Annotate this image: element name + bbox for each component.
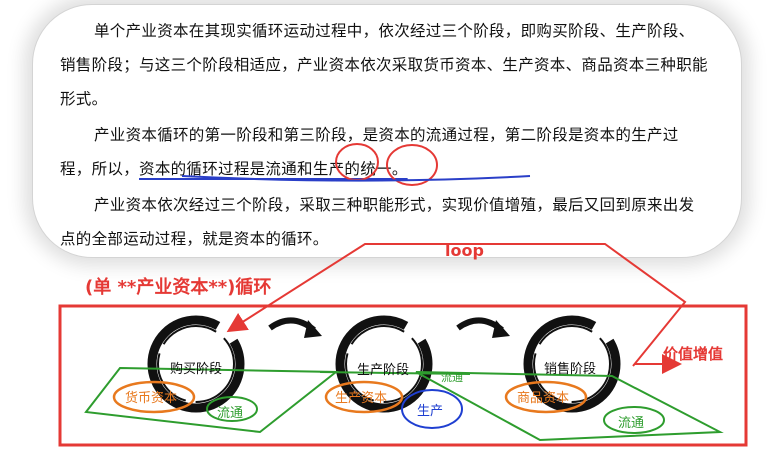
value-increase-label: 价值增值 — [663, 345, 724, 363]
circulation-label-2: 流通 — [441, 371, 463, 384]
paragraph-1: 单个产业资本在其现实循环运动过程中，依次经过三个阶段，即购买阶段、生产阶段、销售… — [60, 14, 710, 116]
green-ellipse-1 — [206, 396, 258, 422]
stage-arrow-2-head — [492, 320, 510, 338]
form-money-capital: 货币资本 — [125, 391, 178, 406]
paragraph-3-text: 产业资本依次经过三个阶段，采取三种职能形式，实现价值增殖，最后又回到原来出发点的… — [60, 196, 695, 248]
loop-arrow — [226, 243, 687, 367]
green-connector — [319, 371, 471, 375]
paragraph-3: 产业资本依次经过三个阶段，采取三种职能形式，实现价值增殖，最后又回到原来出发点的… — [60, 188, 710, 256]
circulation-label-3: 流通 — [618, 416, 645, 431]
diagram-frame — [58, 304, 748, 447]
form-commodity-capital: 商品资本 — [517, 391, 570, 406]
stage-sales: 销售阶段 — [544, 362, 597, 377]
paragraph-2-text: 产业资本循环的第一阶段和第三阶段，是资本的流通过程，第二阶段是资本的生产过程，所… — [60, 126, 679, 178]
circle-shengchan — [386, 144, 438, 186]
green-poly-left — [84, 366, 339, 434]
form-productive-capital: 生产资本 — [335, 391, 388, 406]
blue-underline-stroke — [181, 175, 531, 182]
green-poly-right — [415, 371, 724, 442]
circulation-label-1: 流通 — [217, 406, 244, 421]
stage-circle-purchase — [147, 315, 245, 413]
production-label: 生产 — [417, 404, 444, 419]
blue-ellipse — [401, 389, 463, 429]
paragraph-2: 产业资本循环的第一阶段和第三阶段，是资本的流通过程，第二阶段是资本的生产过程，所… — [60, 118, 710, 186]
diagram-title: (单 **产业资本**)循环 — [85, 277, 272, 298]
orange-ellipse-3 — [504, 380, 588, 414]
circle-liutong — [335, 143, 379, 181]
stage-purchase: 购买阶段 — [170, 362, 223, 377]
stage-production: 生产阶段 — [357, 363, 410, 378]
orange-ellipse-1 — [112, 380, 196, 414]
loop-label: loop — [445, 241, 484, 260]
orange-ellipse-2 — [324, 380, 404, 414]
stage-circle-production — [335, 315, 433, 413]
paragraph-1-text: 单个产业资本在其现实循环运动过程中，依次经过三个阶段，即购买阶段、生产阶段、销售… — [60, 22, 708, 108]
stage-arrow-1-head — [304, 320, 322, 338]
green-ellipse-2 — [603, 406, 665, 434]
text-card — [32, 4, 742, 258]
